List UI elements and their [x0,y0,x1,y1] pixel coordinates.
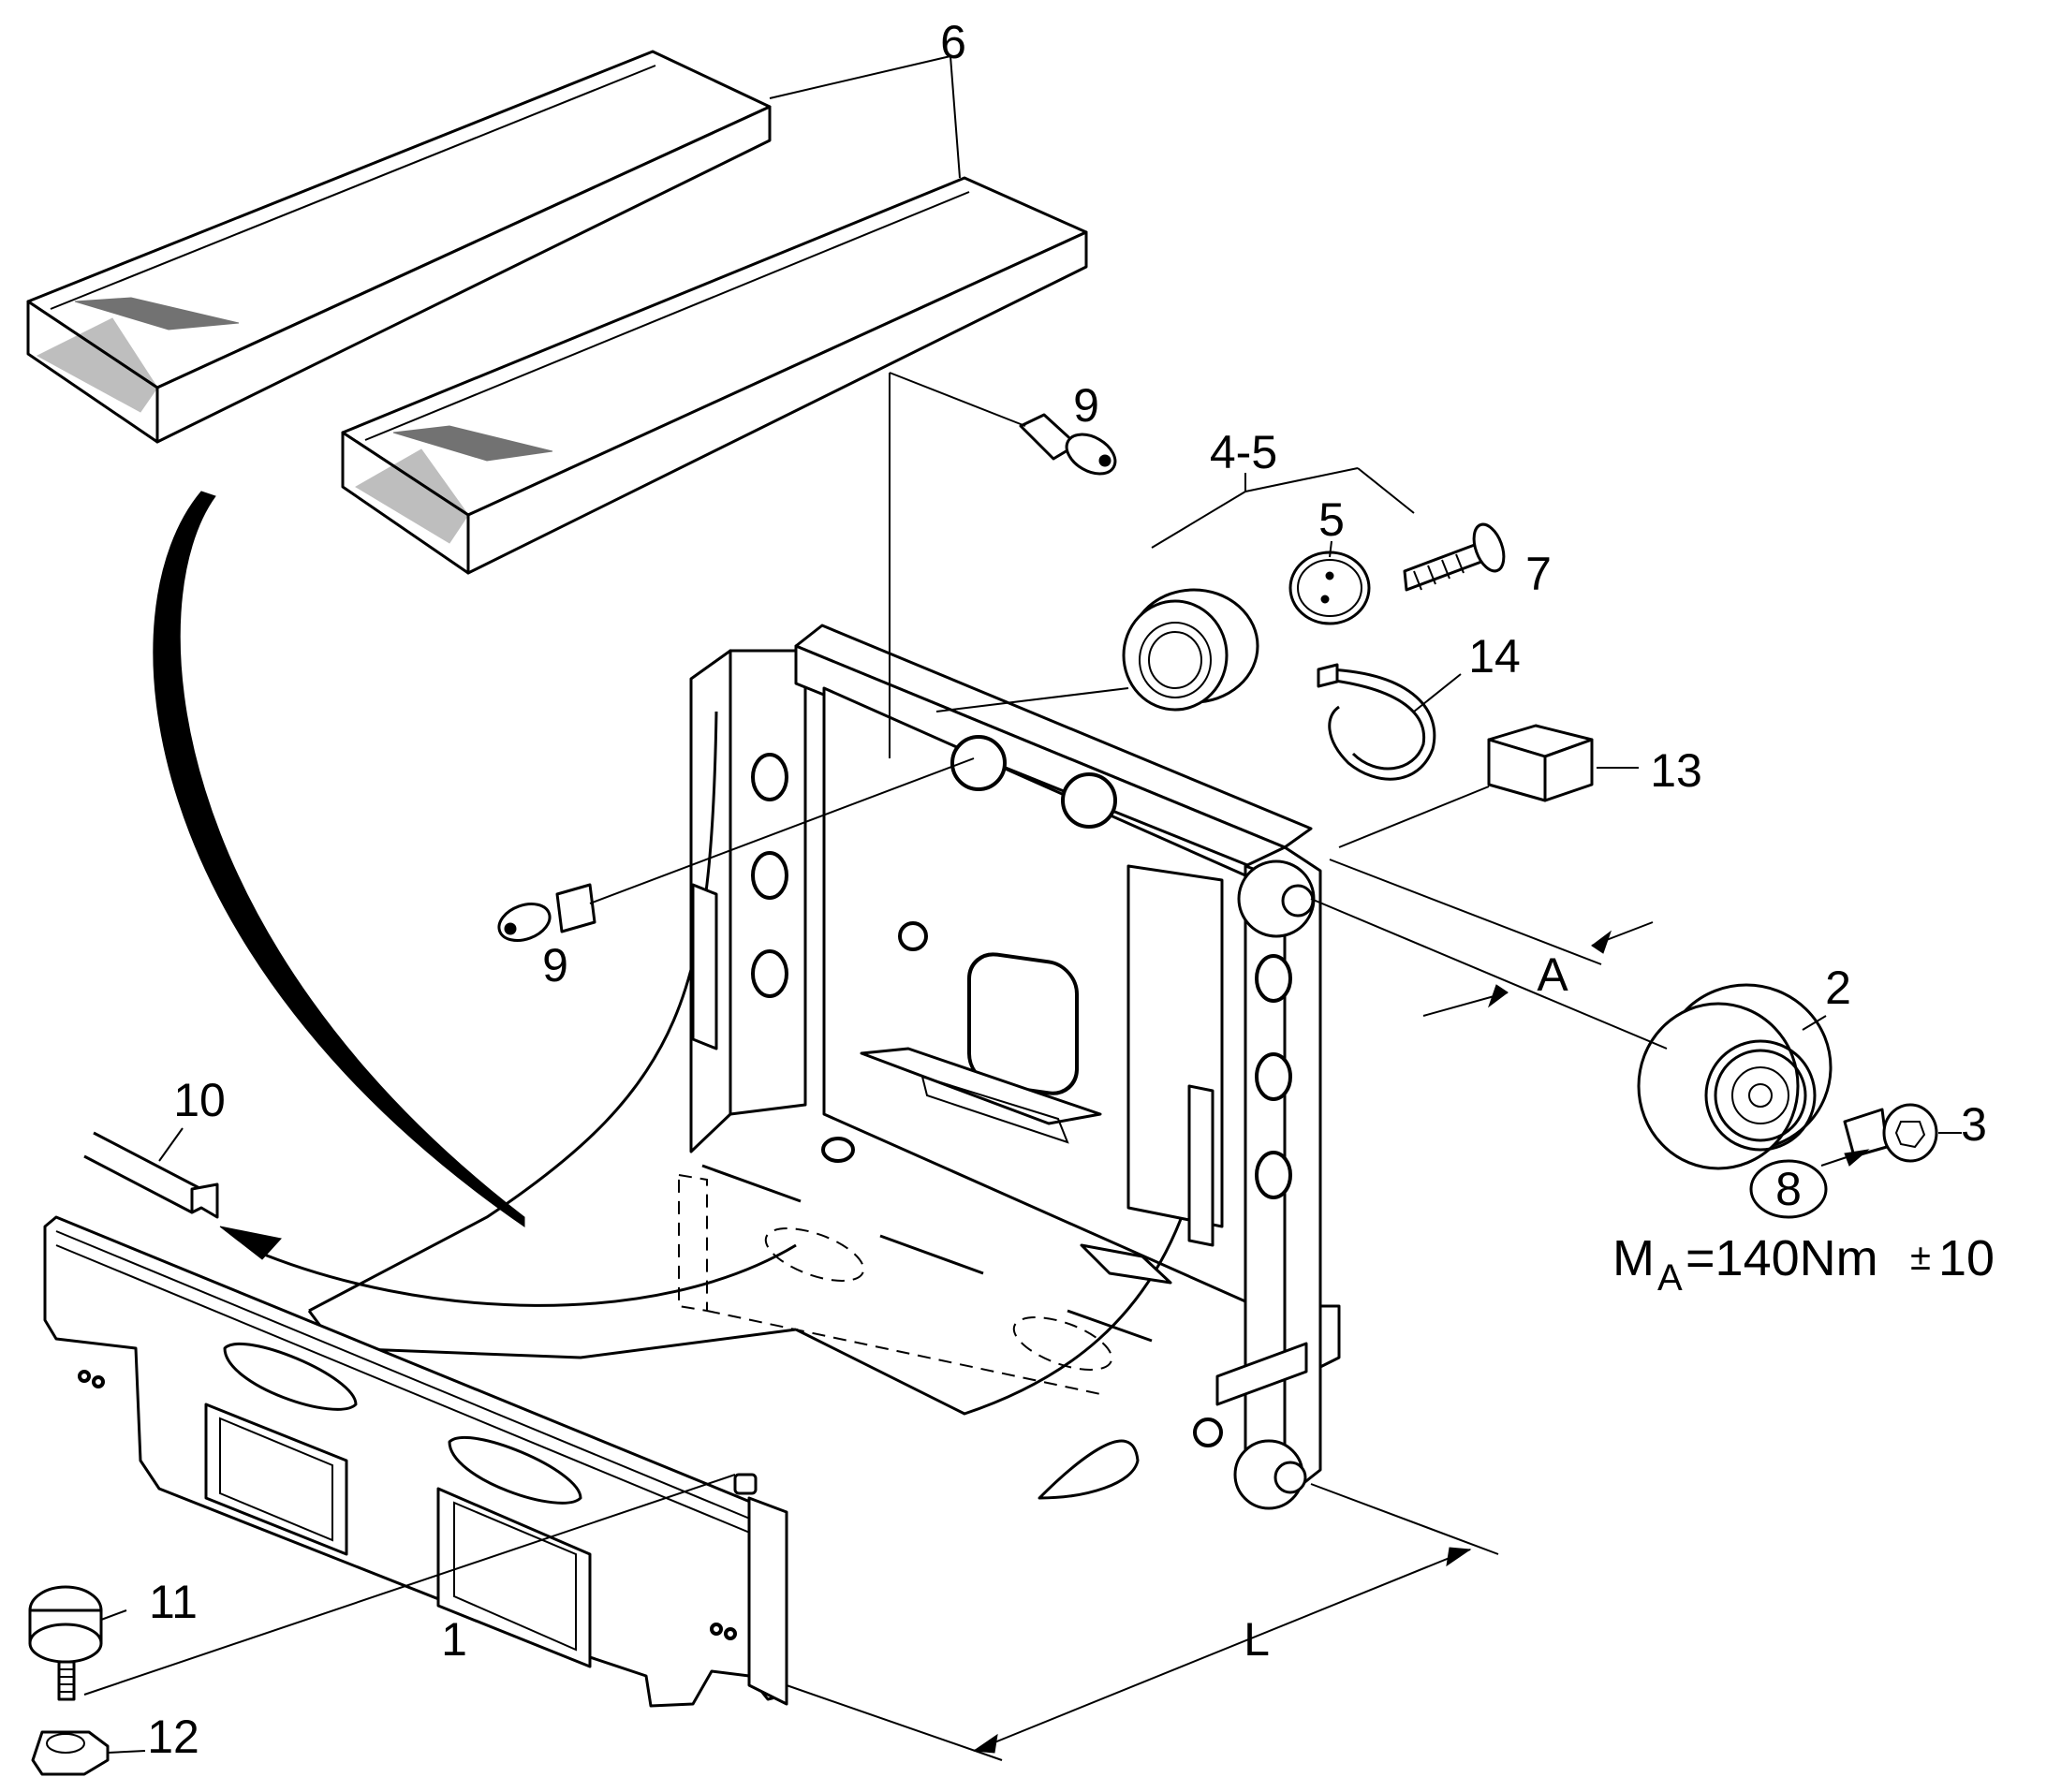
callout-5: 5 [1318,493,1345,546]
wood-pad-lower [341,176,1088,575]
stop-rail [83,1131,219,1219]
torque-tolerance: 10 [1938,1230,1995,1286]
front-plate [43,1215,788,1708]
screw [1403,522,1506,592]
spring-clip [1317,663,1436,781]
callout-11: 11 [149,1576,198,1628]
callout-9-left: 9 [542,939,568,991]
callout-13: 13 [1650,744,1702,797]
leader-lines [83,55,1962,1761]
grease-nipple-left [497,883,596,942]
callout-12: 12 [147,1711,199,1763]
callout-9-top: 9 [1073,379,1099,432]
placement-arrow [153,491,797,1307]
callout-4-5: 4-5 [1210,426,1277,478]
main-frame [307,624,1341,1510]
callout-6: 6 [940,16,966,68]
bearing [1122,588,1259,712]
callout-2: 2 [1825,962,1851,1014]
callout-3: 3 [1961,1098,1987,1151]
wood-pad-upper [26,50,772,444]
torque-value: =140Nm [1686,1230,1878,1286]
stop-buffer [28,1585,103,1701]
bolt [1843,1103,1938,1163]
dimension-l: L [1244,1613,1270,1666]
block [1487,724,1594,802]
nut [31,1730,110,1776]
grease-nipple-top [1019,413,1117,476]
callout-8-circle [1749,1159,1828,1219]
callout-1: 1 [441,1613,467,1666]
roller [1637,983,1833,1170]
callout-14: 14 [1468,630,1521,683]
dimension-a: A [1537,948,1568,1001]
callout-7: 7 [1525,548,1552,600]
callout-10: 10 [173,1074,226,1126]
retaining-ring [1288,551,1371,625]
torque-tolerance-sign: ± [1910,1237,1931,1278]
torque-spec: M A =140Nm ± 10 [1612,1230,1995,1299]
callout-8: 8 [1775,1163,1802,1215]
torque-subscript: A [1657,1257,1683,1299]
torque-symbol: M [1612,1230,1655,1286]
